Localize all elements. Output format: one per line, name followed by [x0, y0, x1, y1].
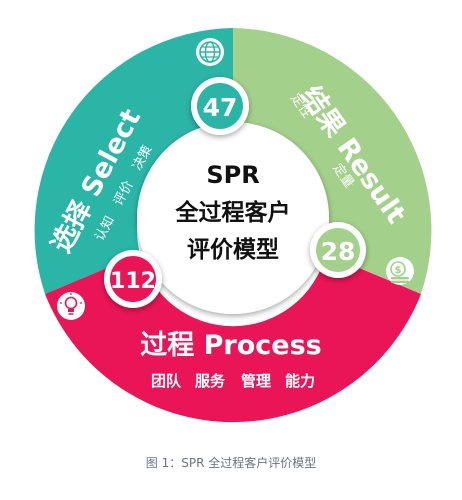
process-badge: 112 [104, 250, 162, 308]
process-item-4: 能力 [285, 372, 315, 390]
svg-text:$: $ [395, 265, 402, 276]
money-coins-icon: $ [386, 257, 414, 285]
spr-model-diagram: SPR 全过程客户 评价模型 47 28 112 选择 Select 认知 评价… [34, 28, 432, 423]
figure-caption: 图 1：SPR 全过程客户评价模型 [145, 456, 317, 470]
center-line-3: 评价模型 [187, 237, 279, 263]
result-badge: 28 [310, 222, 366, 278]
process-item-1: 团队 [151, 372, 182, 390]
lightbulb-icon [57, 292, 85, 320]
center-line-1: SPR [206, 161, 259, 189]
center-circle [137, 122, 329, 314]
center-line-2: 全过程客户 [175, 199, 291, 226]
select-segment[interactable] [34, 28, 233, 294]
result-segment[interactable] [233, 28, 432, 294]
process-title: 过程 Process [140, 330, 322, 361]
process-item-3: 管理 [241, 372, 271, 390]
globe-icon [196, 38, 224, 66]
process-badge-value: 112 [110, 269, 156, 294]
result-badge-value: 28 [321, 237, 356, 266]
select-badge: 47 [191, 77, 249, 135]
process-item-2: 服务 [195, 372, 226, 390]
select-badge-value: 47 [203, 93, 238, 122]
